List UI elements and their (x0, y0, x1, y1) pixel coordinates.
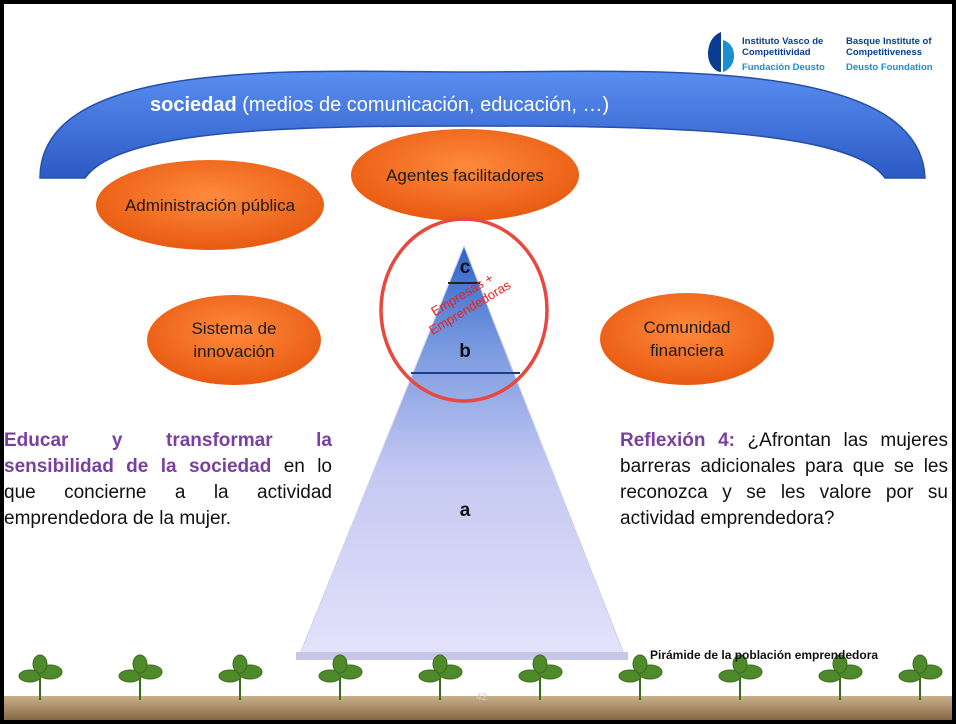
pyramid-caption: Pirámide de la población emprendedora (650, 648, 879, 662)
right-reflection-rest: ¿Afrontan las mujeres barreras adicional… (620, 430, 948, 529)
ground (0, 696, 956, 724)
logo-emblem-icon (708, 32, 734, 72)
left-statement-rest: en lo que concierne a la actividad empre… (4, 456, 333, 529)
pyramid-level-c: c (459, 257, 471, 278)
logo-english: Basque Institute of Competitiveness Deus… (846, 36, 950, 73)
highlight-circle (379, 217, 549, 403)
label-administracion: Administración pública (124, 195, 296, 215)
institute-logo: Instituto Vasco de Competitividad Fundac… (706, 30, 950, 80)
oval-innovacion (147, 295, 321, 385)
society-arch (39, 70, 926, 179)
left-statement: Educar y transformar la sensibilidad de … (4, 428, 332, 532)
pyramid-level-a: a (459, 500, 471, 521)
left-statement-highlight: Educar y transformar la sensibilidad de … (4, 430, 332, 477)
logo-spanish: Instituto Vasco de Competitividad Fundac… (742, 36, 842, 73)
oval-financiera (600, 293, 774, 385)
page-number: 42 (476, 692, 488, 703)
pyramid-base (296, 652, 628, 660)
society-label: sociedad (medios de comunicación, educac… (150, 94, 750, 117)
logo-en-institute: Basque Institute of Competitiveness (846, 36, 932, 58)
logo-en-foundation: Deusto Foundation (846, 62, 933, 73)
label-financiera: Comunidad financiera (643, 318, 731, 360)
seedling-row (18, 654, 943, 700)
label-innovacion: Sistema de innovación (191, 319, 277, 361)
oval-agentes (351, 129, 579, 221)
society-label-bold: sociedad (150, 94, 237, 116)
logo-es-institute: Instituto Vasco de Competitividad (742, 36, 824, 58)
pyramid-level-b: b (459, 341, 471, 362)
right-reflection-highlight: Reflexión 4: (620, 430, 735, 451)
right-reflection: Reflexión 4: ¿Afrontan las mujeres barre… (620, 428, 948, 532)
society-label-rest: (medios de comunicación, educación, …) (236, 94, 610, 116)
logo-es-foundation: Fundación Deusto (742, 62, 825, 73)
label-agentes: Agentes facilitadores (386, 165, 544, 185)
oval-administracion (96, 160, 324, 250)
